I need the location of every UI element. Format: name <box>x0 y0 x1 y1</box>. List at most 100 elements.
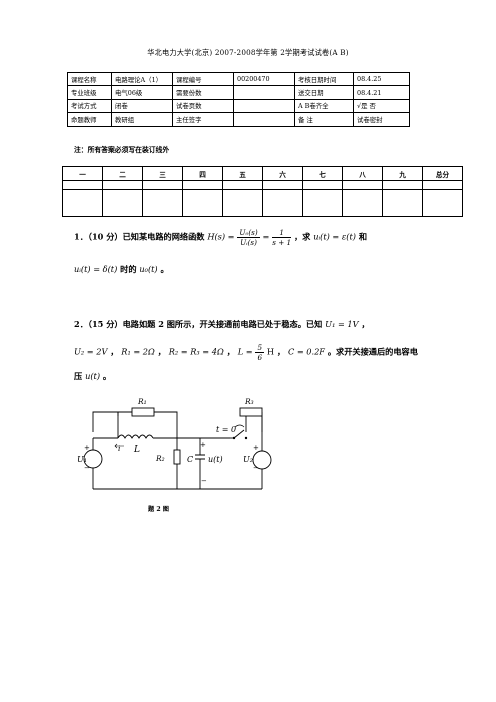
source-u2 <box>252 450 272 470</box>
label-plus-c: + <box>200 441 206 449</box>
label-c: C <box>187 455 193 464</box>
inductor-coil <box>117 434 154 439</box>
q1-fraction-uo-ui: U₀(s) Uᵢ(s) <box>237 228 260 247</box>
q2-line1-text: 2．（15 分）电路如题 2 图所示，开关接通前电路已处于稳态。已知 <box>74 319 323 329</box>
q1-equals: = <box>262 231 270 242</box>
q2-l-label: L = <box>237 346 253 357</box>
info-cell: √是 否 <box>353 98 410 114</box>
wire-top-left <box>92 411 119 432</box>
info-row: 命题教师教研组主任签字备 注试卷密封 <box>67 112 410 127</box>
q1-rhs-denominator: s + 1 <box>272 238 292 247</box>
q2-ut: u(t) <box>85 371 101 381</box>
info-cell: 专业班级 <box>67 85 112 100</box>
score-spacer-row <box>62 180 463 190</box>
q2-r1-value: R₁ = 2Ω <box>121 346 155 357</box>
question-2-line-3: 压 u(t) 。 <box>74 370 111 382</box>
q2-line3-end: 。 <box>102 371 112 381</box>
resistor-r3 <box>239 407 263 417</box>
answer-note: 注：所有答案必须写在装订线外 <box>74 146 170 154</box>
current-arrow <box>114 443 124 449</box>
info-cell: 教研组 <box>111 112 173 127</box>
score-entry-cell[interactable] <box>382 189 423 217</box>
label-l: L <box>133 445 140 455</box>
info-cell: 考试方式 <box>67 98 112 114</box>
score-entry-cell[interactable] <box>62 189 103 217</box>
label-i: i <box>118 444 121 453</box>
q2-u1-value: U₁ = 1V <box>325 319 359 329</box>
q2-line2-end: 。求开关接通后的电容电 <box>327 346 418 357</box>
info-cell: 课程编号 <box>172 71 234 87</box>
source-u1 <box>83 449 103 469</box>
label-r3: R₃ <box>244 397 254 406</box>
q1-rhs-numerator: 1 <box>272 228 292 238</box>
question-1-line-1: 1．（10 分）已知某电路的网络函数 H(s) = U₀(s) Uᵢ(s) = … <box>74 228 367 247</box>
info-cell: 08.4.25 <box>353 71 410 87</box>
q1-function-lhs: H(s) = <box>207 231 235 242</box>
q1-fraction-numerator: U₀(s) <box>237 228 260 238</box>
score-entry-row <box>62 189 463 217</box>
q2-sep: ， <box>157 346 166 357</box>
score-header-row: 一二三四五六七八九总分 <box>62 166 463 181</box>
score-entry-cell[interactable] <box>342 189 383 217</box>
q1-condition-1: uᵢ(t) = ε(t) <box>313 231 356 242</box>
q2-l-numerator: 5 <box>255 343 265 353</box>
q1-end: 。 <box>160 264 169 274</box>
info-cell: 试卷页数 <box>172 98 234 114</box>
label-plus-u1: + <box>84 444 90 452</box>
label-u2: U₂ <box>243 455 253 464</box>
label-ut: u(t) <box>208 455 223 464</box>
switch-arrow <box>234 424 245 428</box>
label-minus-u1: − <box>84 464 90 472</box>
q2-r2-r3-value: R₂ = R₃ = 4Ω <box>168 346 224 357</box>
q1-condition-2: uᵢ(t) = δ(t) <box>74 264 118 274</box>
label-r1: R₁ <box>137 397 147 406</box>
score-table: 一二三四五六七八九总分 <box>62 166 463 217</box>
q1-and: 和 <box>358 231 368 242</box>
q1-mid: ，求 <box>293 231 311 242</box>
q2-line1-end: ， <box>361 319 370 329</box>
q2-sep: ， <box>226 346 235 357</box>
info-cell: 08.4.21 <box>353 85 410 100</box>
switch-contact-right <box>244 436 248 440</box>
q2-line3-text: 压 <box>74 371 83 381</box>
q1-fraction-rhs: 1 s + 1 <box>272 228 292 247</box>
q1-prefix: 1．（10 分）已知某电路的网络函数 <box>74 231 205 242</box>
score-entry-cell[interactable] <box>302 189 343 217</box>
q2-l-fraction: 5 6 <box>255 343 265 362</box>
label-t0: t = 0 <box>216 425 236 434</box>
q2-sep: ， <box>276 346 286 357</box>
score-entry-cell[interactable] <box>262 189 303 217</box>
q2-c-value: C = 0.2F <box>287 346 325 357</box>
label-plus-u2: + <box>253 444 259 452</box>
wire-r1-right <box>162 411 178 438</box>
label-minus-c: − <box>201 477 207 485</box>
q1-target: u₀(t) <box>139 264 158 274</box>
label-r2: R₂ <box>155 454 165 463</box>
info-cell: 电气06级 <box>111 85 173 100</box>
exam-title: 华北电力大学(北京) 2007-2008学年第 2学期考试试卷(A B) <box>147 48 349 57</box>
resistor-r2 <box>173 449 181 465</box>
q2-l-denominator: 6 <box>257 353 263 362</box>
figure-caption: 题 2 图 <box>148 506 169 513</box>
q1-suffix: 时的 <box>120 264 137 274</box>
q2-l-unit: H <box>266 346 275 357</box>
label-u1: U₁ <box>77 455 87 464</box>
question-1-line-2: uᵢ(t) = δ(t) 时的 u₀(t) 。 <box>74 263 169 275</box>
info-cell: 试卷密封 <box>353 112 410 127</box>
label-minus-u2: − <box>253 464 259 472</box>
q1-fraction-denominator: Uᵢ(s) <box>240 238 257 247</box>
question-2-line-1: 2．（15 分）电路如题 2 图所示，开关接通前电路已处于稳态。已知 U₁ = … <box>74 318 370 330</box>
info-cell: 考核日期时间 <box>294 71 354 87</box>
score-entry-cell[interactable] <box>142 189 183 217</box>
question-2-line-2: U₂ = 2V ， R₁ = 2Ω ， R₂ = R₃ = 4Ω ， L = 5… <box>74 343 418 362</box>
score-entry-cell[interactable] <box>422 189 463 217</box>
score-entry-cell[interactable] <box>222 189 263 217</box>
switch-blade <box>233 429 245 439</box>
switch-contact-left <box>232 436 236 440</box>
q2-u2-value: U₂ = 2V <box>74 346 108 357</box>
